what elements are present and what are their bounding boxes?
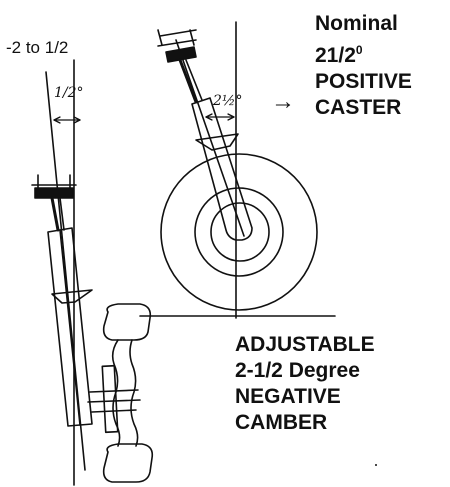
camber-note-line4: CAMBER: [235, 411, 328, 434]
camber-range-label: -2 to 1/2: [6, 38, 69, 57]
camber-wheel-section: [87, 303, 154, 483]
caster-top-mount: [157, 29, 203, 104]
caster-note-line2: 21/20: [315, 37, 412, 69]
caster-view: [139, 21, 336, 319]
camber-view: [31, 59, 154, 486]
degree-symbol: 0: [355, 43, 363, 57]
caster-degrees: 21/2: [315, 44, 356, 67]
camber-note-line3: NEGATIVE: [235, 385, 341, 408]
camber-note: ADJUSTABLE 2-1/2 Degree NEGATIVE CAMBER: [235, 332, 375, 436]
tire-outer: [160, 153, 318, 311]
caster-note-line1: Nominal: [315, 12, 398, 35]
hub: [210, 202, 270, 262]
wheel-rim: [194, 187, 284, 277]
camber-note-line1: ADJUSTABLE: [235, 333, 375, 356]
caster-arrow: →: [271, 88, 295, 115]
caster-strut-body: [191, 97, 253, 241]
caster-note-line4: CASTER: [315, 96, 402, 119]
camber-angle-label: 1/2°: [54, 85, 84, 101]
camber-strut-body: [47, 227, 93, 427]
caster-note: Nominal 21/20 POSITIVE CASTER: [315, 11, 412, 121]
camber-top-mount: [31, 174, 77, 232]
caster-note-line3: POSITIVE: [315, 70, 412, 93]
camber-note-line2: 2-1/2 Degree: [235, 359, 360, 382]
caster-angle-label: 2½°: [213, 93, 243, 109]
caster-wheel: [160, 153, 318, 311]
